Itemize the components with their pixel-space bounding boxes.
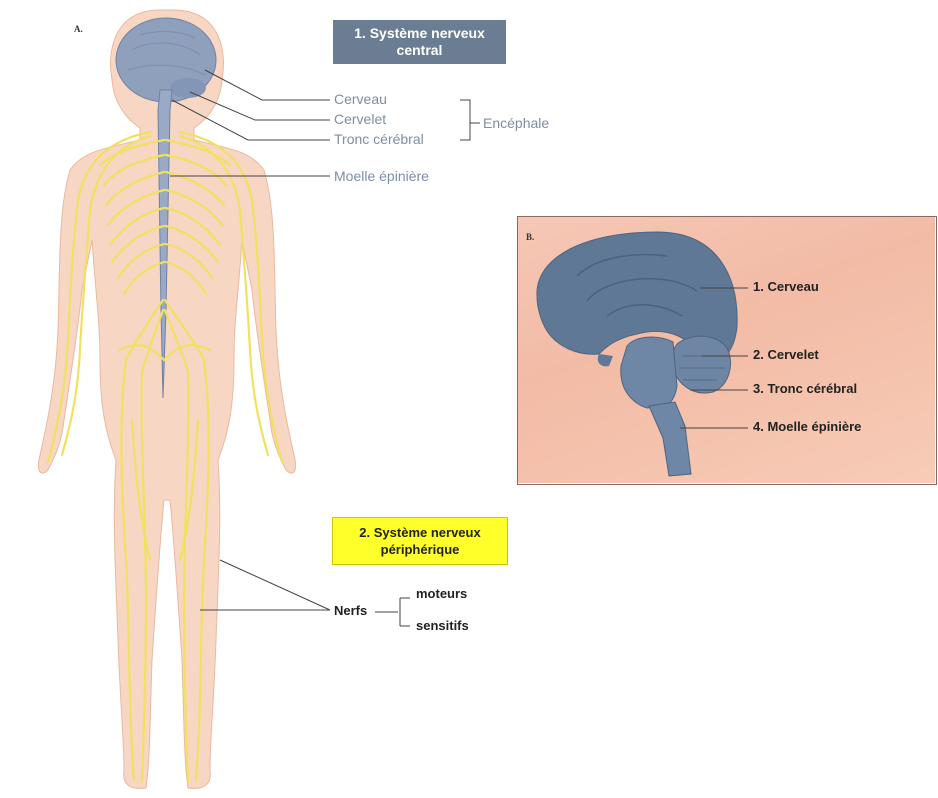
label-sensitifs: sensitifs xyxy=(416,618,469,633)
central-nervous-system-box: 1. Système nerveux central xyxy=(333,20,506,64)
label-moteurs: moteurs xyxy=(416,586,467,601)
label-b-cerveau: 1. Cerveau xyxy=(753,279,819,294)
peripheral-box-line1: 2. Système nerveux xyxy=(359,524,480,541)
label-moelle-epiniere: Moelle épinière xyxy=(334,168,429,184)
label-b-moelle-epiniere: 4. Moelle épinière xyxy=(753,419,861,434)
peripheral-box-line2: périphérique xyxy=(359,541,480,558)
brain-sagittal xyxy=(537,232,737,476)
panel-a-letter: A. xyxy=(74,24,83,34)
label-cerveau: Cerveau xyxy=(334,91,387,107)
peripheral-nervous-system-box: 2. Système nerveux périphérique xyxy=(332,517,508,565)
label-encephale: Encéphale xyxy=(483,115,549,131)
label-b-cervelet: 2. Cervelet xyxy=(753,347,819,362)
label-tronc-cerebral: Tronc cérébral xyxy=(334,131,424,147)
label-cervelet: Cervelet xyxy=(334,111,386,127)
central-box-line1: 1. Système nerveux xyxy=(354,25,485,42)
central-box-line2: central xyxy=(354,42,485,59)
label-b-tronc-cerebral: 3. Tronc cérébral xyxy=(753,381,857,396)
label-nerfs: Nerfs xyxy=(334,603,367,618)
